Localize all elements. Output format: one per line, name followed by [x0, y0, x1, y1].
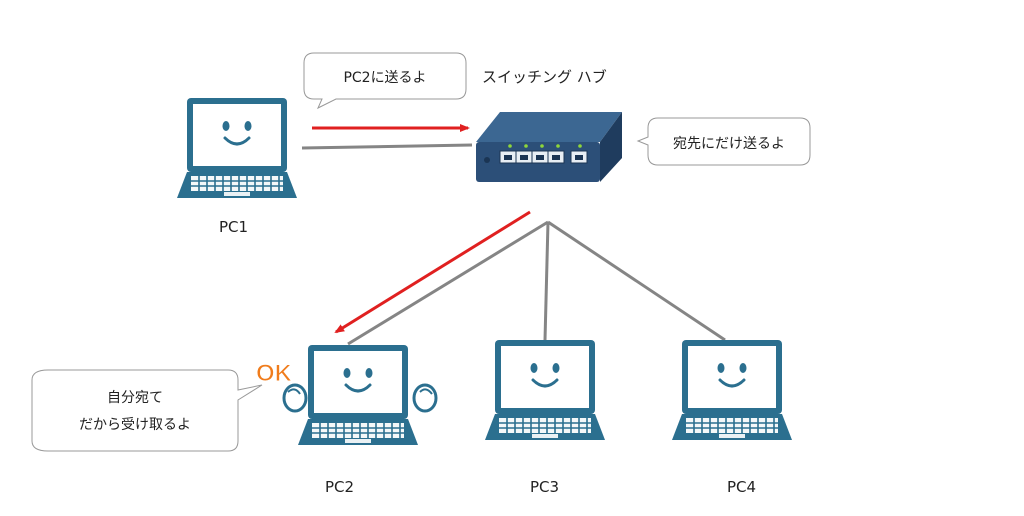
pc3-label: PC3: [530, 478, 560, 496]
receive-speech-bubble: [31, 369, 263, 452]
receive-bubble-line1: 自分宛て: [107, 390, 163, 406]
send-speech-bubble: [303, 52, 467, 110]
pc2-label: PC2: [325, 478, 355, 496]
pc1-hub-cable: [301, 143, 473, 150]
hub-pc3-cable: [543, 221, 550, 341]
switching-hub-icon: [476, 112, 622, 182]
dest-bubble-text: 宛先にだけ送るよ: [673, 136, 785, 152]
dest-speech-bubble: [636, 117, 811, 166]
pc3-laptop-icon: [483, 338, 607, 442]
send-bubble-text: PC2に送るよ: [343, 70, 427, 86]
pc4-laptop-icon: [670, 338, 794, 442]
pc1-laptop-icon: [175, 96, 299, 200]
hub-pc4-cable: [547, 220, 726, 342]
pc2-hands-icon: [282, 383, 438, 413]
pc2-laptop-icon: [296, 343, 420, 447]
hub-label: スイッチング ハブ: [482, 68, 607, 86]
deliver-arrow: [334, 210, 531, 334]
ok-mark-icon: OK: [256, 360, 294, 388]
ok-text: OK: [256, 360, 293, 387]
pc1-label: PC1: [219, 218, 249, 236]
pc4-label: PC4: [727, 478, 757, 496]
hub-pc2-cable: [347, 220, 549, 346]
receive-bubble-line2: だから受け取るよ: [79, 417, 191, 433]
